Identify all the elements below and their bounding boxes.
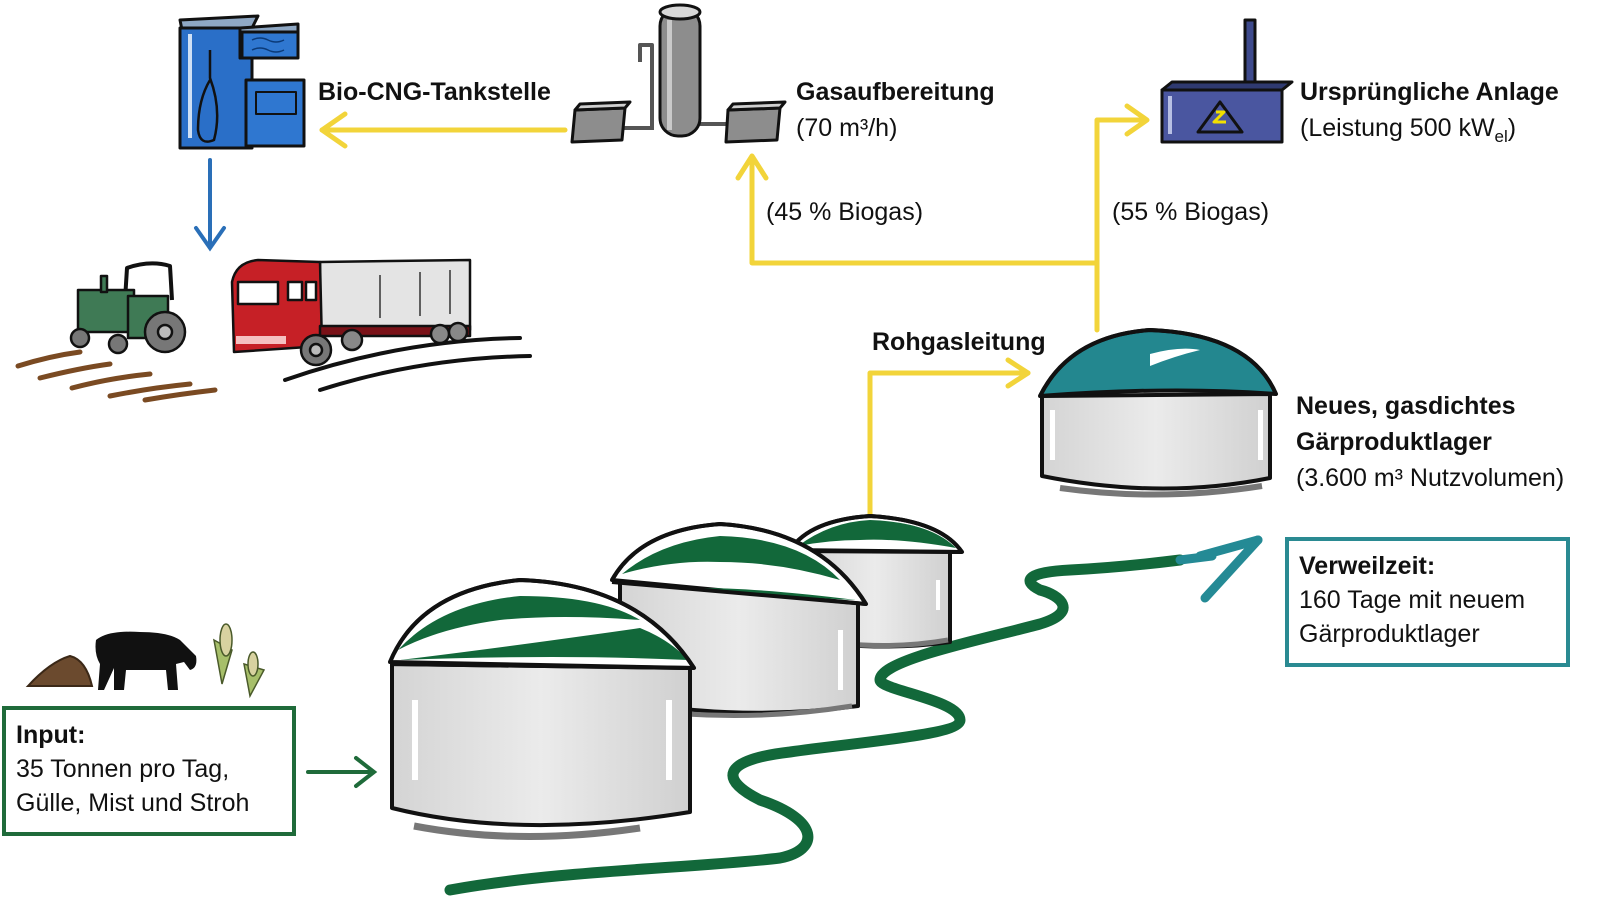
capacity-suffix: ) [1507,114,1517,142]
input-arrow [306,756,378,788]
residence-arrow [1195,535,1263,603]
storage-label-line2: Gärproduktlager [1296,428,1492,456]
gas-upgrading-icon [570,3,787,144]
raw-gas-riser [867,370,1031,523]
corn-icon [212,623,266,699]
flow-label-45: (45 % Biogas) [766,198,924,226]
input-line1: 35 Tonnen pro Tag, [16,755,230,783]
fuel-distribution-arrow [194,158,226,252]
original-plant-label: Ursprüngliche Anlage [1300,78,1559,106]
original-plant-capacity: (Leistung 500 kWel) [1300,112,1516,153]
gas-flow-lines [319,103,1150,523]
truck-icon [230,258,532,392]
residence-time-line2: Gärproduktlager [1299,620,1480,648]
digestate-flow-line [444,554,1186,896]
residence-time-line1: 160 Tage mit neuem [1299,586,1526,614]
storage-label-line1: Neues, gasdichtes [1296,392,1516,420]
arrowhead-chp [1124,103,1150,137]
residence-time-heading: Verweilzeit: [1299,552,1436,580]
arrowhead-upgrading [735,153,769,181]
capacity-subscript: el [1494,127,1508,146]
digestate-storage-icon [1038,328,1278,498]
manure-pile-icon [25,654,94,687]
gas-upgrading-capacity: (70 m³/h) [796,114,898,142]
raw-gas-pipe-label: Rohgasleitung [872,328,1046,356]
cow-icon [95,631,197,690]
arrowhead-fuel-station [319,111,348,149]
gas-upgrading-label: Gasaufbereitung [796,78,995,106]
input-line2: Gülle, Mist und Stroh [16,789,250,817]
flow-to-upgrading [749,155,1100,266]
flow-label-55: (55 % Biogas) [1112,198,1270,226]
digester-1 [388,578,696,840]
fuel-station-icon [178,14,306,150]
capacity-text: (Leistung 500 kW [1300,114,1495,142]
chp-unit-icon [1160,18,1294,144]
arrowhead-storage [1005,357,1031,389]
tractor-icon [15,261,218,403]
storage-gas-outlet [1094,117,1148,333]
input-box: Input: 35 Tonnen pro Tag, Gülle, Mist un… [2,706,296,836]
residence-time-box: Verweilzeit: 160 Tage mit neuem Gärprodu… [1285,537,1570,667]
input-heading: Input: [16,721,86,749]
fuel-station-label: Bio-CNG-Tankstelle [318,78,551,106]
storage-volume: (3.600 m³ Nutzvolumen) [1296,464,1565,492]
